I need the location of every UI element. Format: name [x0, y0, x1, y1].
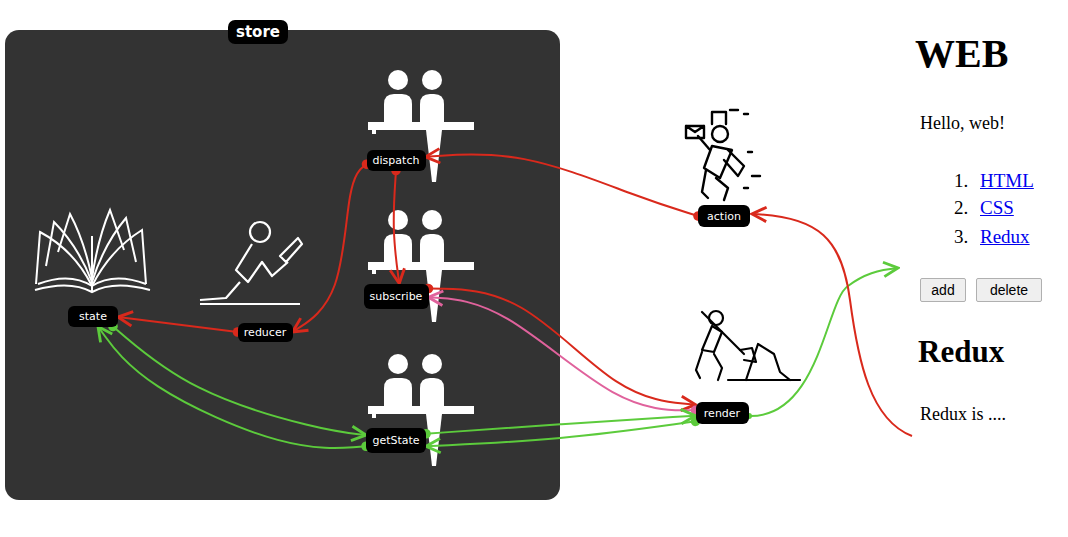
ui-button: delete	[976, 278, 1042, 302]
function-pill: reducer	[238, 323, 293, 342]
digger-icon	[696, 311, 800, 380]
list-number: 1.	[954, 170, 968, 192]
function-pill: subscribe	[364, 284, 429, 309]
render-output-line	[749, 268, 898, 416]
paragraph-text: Hello, web!	[920, 113, 1005, 134]
mailman-icon	[686, 110, 760, 200]
section-heading: Redux	[918, 334, 1004, 370]
node-label: delete	[990, 282, 1028, 298]
flow-connector	[113, 327, 366, 436]
flow-connector	[394, 171, 400, 284]
flow-connector	[118, 317, 238, 332]
book-icon	[35, 210, 150, 292]
node-label: render	[704, 407, 740, 420]
node-label: action	[707, 210, 741, 223]
flow-connector	[429, 289, 696, 405]
node-label: add	[931, 282, 954, 298]
function-pill: action	[698, 205, 750, 227]
list-number: 3.	[954, 226, 968, 248]
node-label: store	[228, 20, 288, 44]
flow-connector	[426, 416, 696, 434]
flow-connector	[98, 327, 366, 449]
list-link: Redux	[980, 226, 1030, 248]
node-label: dispatch	[373, 154, 420, 167]
paragraph-text: Redux is ....	[920, 404, 1006, 425]
node-label: reducer	[244, 326, 286, 339]
ui-button: add	[920, 278, 966, 302]
flow-connector	[426, 421, 696, 446]
flow-connector	[293, 164, 367, 332]
function-pill: getState	[366, 428, 426, 453]
function-pill: state	[68, 306, 118, 327]
flow-connector	[426, 154, 699, 216]
store-panel: storestatereducerdispatchsubscribegetSta…	[5, 30, 560, 500]
node-label: subscribe	[370, 290, 423, 303]
node-label: state	[79, 310, 107, 323]
list-number: 2.	[954, 197, 968, 219]
flow-connector	[429, 297, 696, 410]
node-label: getState	[372, 434, 419, 447]
ui-event-line	[752, 214, 912, 436]
writer-icon	[200, 222, 302, 304]
list-link: HTML	[980, 170, 1034, 192]
function-pill: render	[696, 402, 749, 424]
list-link: CSS	[980, 197, 1014, 219]
page-heading: WEB	[915, 30, 1008, 77]
function-pill: dispatch	[367, 150, 426, 171]
